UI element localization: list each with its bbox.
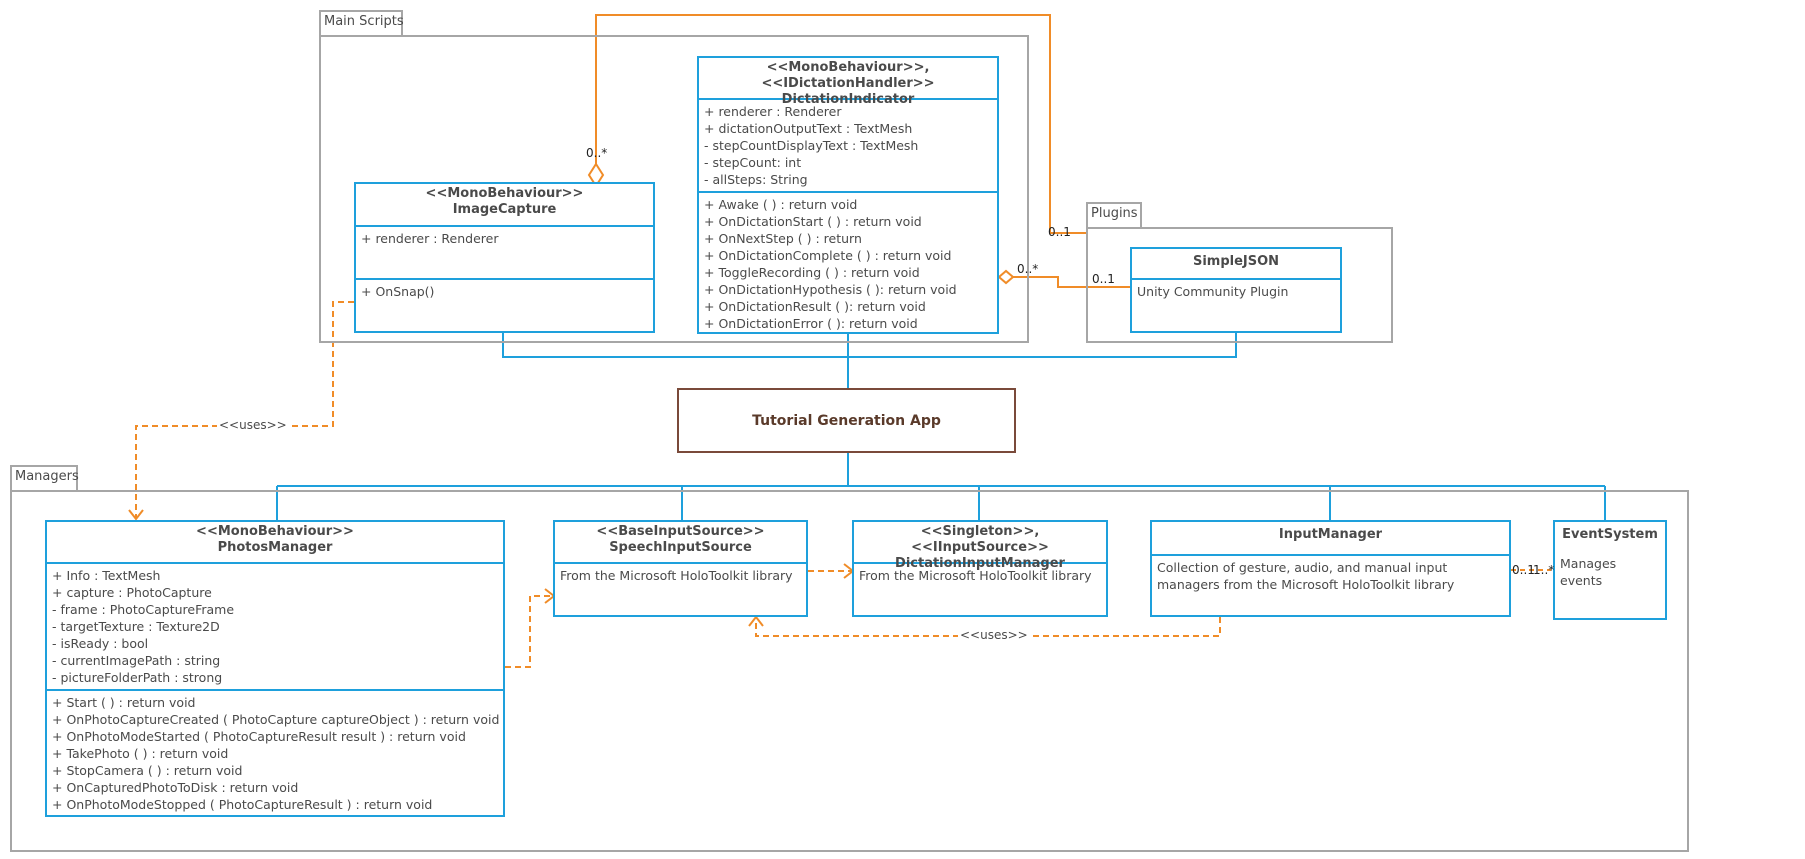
attribute: - targetTexture : Texture2D [52, 619, 220, 634]
multiplicity-image-capture: 0..* [586, 146, 608, 160]
method: + OnPhotoModeStopped ( PhotoCaptureResul… [52, 797, 433, 812]
attribute: - allSteps: String [704, 172, 808, 187]
method: + OnNextStep ( ) : return [704, 231, 862, 246]
photos-manager-to-speech-input [505, 595, 553, 668]
class-description: Unity Community Plugin [1137, 284, 1289, 299]
aggregation-diamond-dictation [997, 269, 1015, 285]
class-name: DictationIndicator [781, 92, 915, 107]
class-description: From the Microsoft HoloToolkit library [560, 568, 793, 583]
multiplicity-plugins-top: 0..1 [1048, 225, 1071, 239]
attributes-section: + Info : TextMesh + capture : PhotoCaptu… [47, 564, 503, 691]
description-section: Collection of gesture, audio, and manual… [1152, 556, 1509, 596]
class-header: <<MonoBehaviour>> ImageCapture [356, 184, 653, 227]
method: + OnDictationComplete ( ) : return void [704, 248, 952, 263]
methods-section: + OnSnap() [356, 280, 653, 303]
package-managers [10, 490, 1689, 852]
stereotype: <<MonoBehaviour>> [196, 524, 354, 539]
method: + OnDictationStart ( ) : return void [704, 214, 922, 229]
multiplicity-input-manager: 0..1 [1512, 563, 1535, 577]
class-name: SimpleJSON [1192, 254, 1280, 269]
method: + OnCapturedPhotoToDisk : return void [52, 780, 299, 795]
method: + TakePhoto ( ) : return void [52, 746, 229, 761]
class-header: SimpleJSON [1132, 249, 1340, 280]
method: + OnPhotoCaptureCreated ( PhotoCapture c… [52, 712, 500, 727]
dictation-simplejson-association [1012, 276, 1130, 288]
attribute: - stepCountDisplayText : TextMesh [704, 138, 919, 153]
attribute: - isReady : bool [52, 636, 149, 651]
class-dictation-input-manager[interactable]: <<Singleton>>, <<IInputSource>> Dictatio… [852, 520, 1108, 617]
class-description: Manages events [1560, 556, 1617, 588]
app-to-image-capture-line [502, 333, 1237, 358]
uses-label-image-capture: <<uses>> [217, 418, 289, 432]
class-header: <<MonoBehaviour>>, <<IDictationHandler>>… [699, 58, 997, 107]
attribute: + Info : TextMesh [52, 568, 161, 583]
class-description: Collection of gesture, audio, and manual… [1157, 560, 1455, 592]
attribute: + renderer : Renderer [361, 231, 499, 246]
stereotype: <<BaseInputSource>> [596, 524, 765, 539]
attribute: - frame : PhotoCaptureFrame [52, 602, 235, 617]
methods-section: + Start ( ) : return void + OnPhotoCaptu… [47, 691, 503, 816]
multiplicity-dictation-indicator: 0..* [1017, 262, 1039, 276]
class-name: SpeechInputSource [609, 540, 752, 555]
attributes-section: + renderer : Renderer + dictationOutputT… [699, 100, 997, 193]
method: + OnDictationResult ( ): return void [704, 299, 926, 314]
class-header: <<Singleton>>, <<IInputSource>> Dictatio… [854, 522, 1106, 571]
app-label: Tutorial Generation App [752, 412, 941, 429]
method: + OnSnap() [361, 284, 435, 299]
description-section: From the Microsoft HoloToolkit library [555, 564, 806, 587]
attribute: + capture : PhotoCapture [52, 585, 212, 600]
method: + ToggleRecording ( ) : return void [704, 265, 920, 280]
attribute: + renderer : Renderer [704, 104, 842, 119]
method: + Awake ( ) : return void [704, 197, 858, 212]
class-header: EventSystem [1555, 522, 1665, 552]
class-header: <<MonoBehaviour>> PhotosManager [47, 522, 503, 564]
attributes-section: + renderer : Renderer [356, 227, 653, 280]
stereotype: <<MonoBehaviour>> [425, 186, 584, 201]
arrowhead-photos-manager [128, 509, 144, 521]
method: + OnDictationHypothesis ( ): return void [704, 282, 957, 297]
stereotype: <<Singleton>>, <<IInputSource>> [911, 524, 1049, 555]
image-capture-plugins-association [595, 14, 1088, 234]
class-header: InputManager [1152, 522, 1509, 556]
class-event-system[interactable]: EventSystem Manages events [1553, 520, 1667, 620]
method: + OnPhotoModeStarted ( PhotoCaptureResul… [52, 729, 466, 744]
class-dictation-indicator[interactable]: <<MonoBehaviour>>, <<IDictationHandler>>… [697, 56, 999, 334]
class-name: InputManager [1278, 527, 1383, 542]
method: + Start ( ) : return void [52, 695, 196, 710]
attribute: - stepCount: int [704, 155, 802, 170]
multiplicity-event-system: 1..* [1533, 563, 1555, 577]
stereotype: <<MonoBehaviour>>, <<IDictationHandler>> [761, 60, 935, 91]
description-section: Unity Community Plugin [1132, 280, 1340, 303]
package-tab-main-scripts: Main Scripts [319, 10, 404, 35]
class-name: ImageCapture [452, 202, 557, 217]
class-speech-input-source[interactable]: <<BaseInputSource>> SpeechInputSource Fr… [553, 520, 808, 617]
package-tab-managers: Managers [10, 465, 79, 490]
class-name: PhotosManager [217, 540, 333, 555]
package-tab-plugins: Plugins [1086, 202, 1142, 227]
arrowhead-speech-input-from-input-manager [748, 615, 764, 627]
class-photos-manager[interactable]: <<MonoBehaviour>> PhotosManager + Info :… [45, 520, 505, 817]
package-plugins [1086, 227, 1393, 343]
class-name: DictationInputManager [895, 556, 1065, 571]
attribute: - currentImagePath : string [52, 653, 221, 668]
class-header: <<BaseInputSource>> SpeechInputSource [555, 522, 806, 564]
attribute: - pictureFolderPath : strong [52, 670, 223, 685]
class-simple-json[interactable]: SimpleJSON Unity Community Plugin [1130, 247, 1342, 333]
app-root-node[interactable]: Tutorial Generation App [677, 388, 1016, 453]
class-name: EventSystem [1562, 527, 1658, 542]
image-capture-uses-photos-manager [135, 301, 354, 519]
method: + OnDictationError ( ): return void [704, 316, 918, 331]
description-section: From the Microsoft HoloToolkit library [854, 564, 1106, 587]
package-main-scripts [319, 35, 1029, 343]
multiplicity-simple-json: 0..1 [1092, 272, 1115, 286]
uses-label-input-manager: <<uses>> [958, 628, 1030, 642]
class-input-manager[interactable]: InputManager Collection of gesture, audi… [1150, 520, 1511, 617]
method: + StopCamera ( ) : return void [52, 763, 243, 778]
class-description: From the Microsoft HoloToolkit library [859, 568, 1092, 583]
description-section: Manages events [1555, 552, 1665, 592]
attribute: + dictationOutputText : TextMesh [704, 121, 913, 136]
class-image-capture[interactable]: <<MonoBehaviour>> ImageCapture + rendere… [354, 182, 655, 333]
methods-section: + Awake ( ) : return void + OnDictationS… [699, 193, 997, 335]
